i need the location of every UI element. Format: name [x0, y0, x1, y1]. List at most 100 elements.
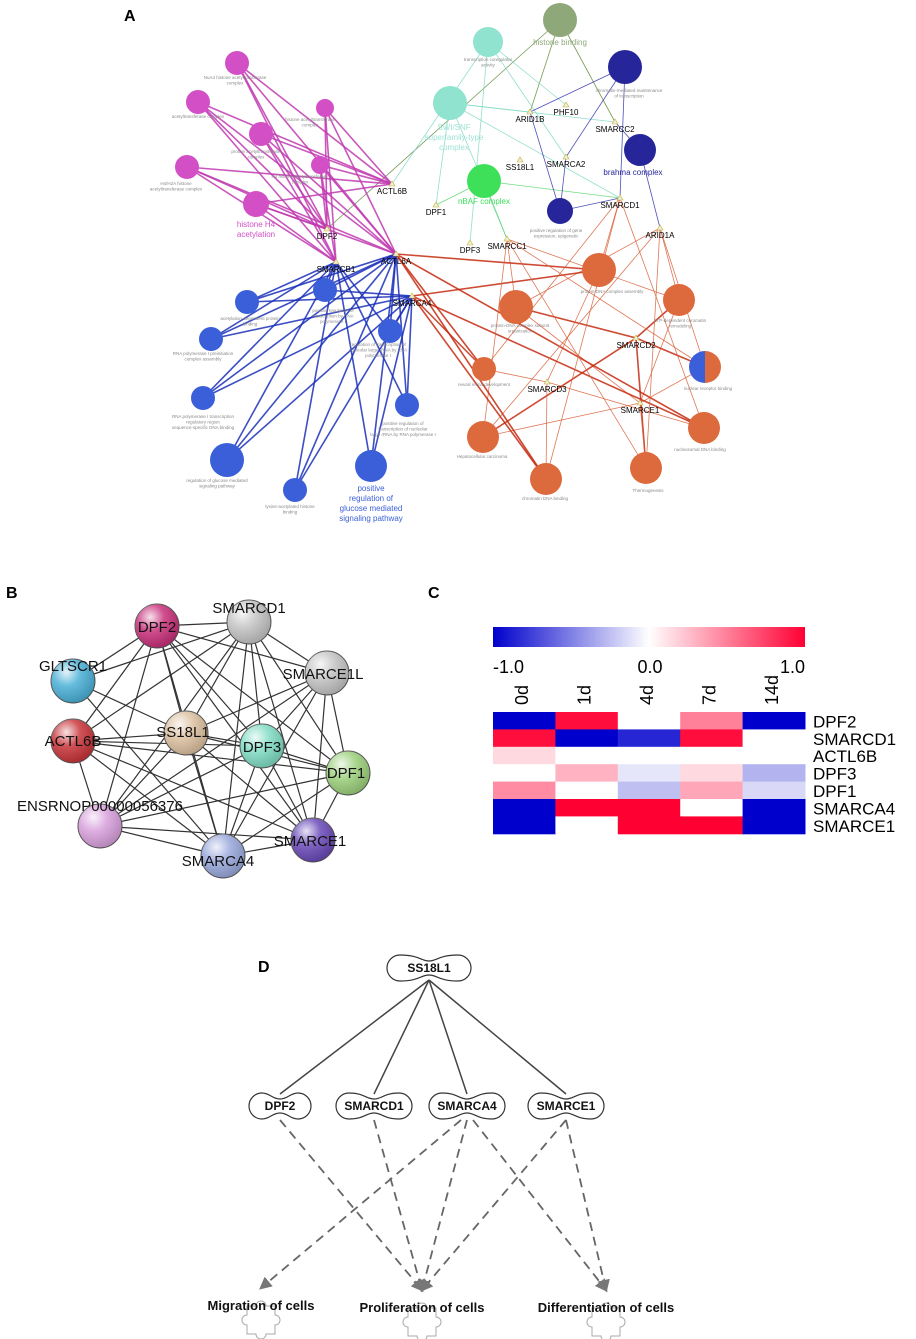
term-node-label: protein-DNA complex assembly [581, 289, 645, 294]
row-label-DPF1: DPF1 [813, 782, 856, 801]
term-node-label-line: complex [292, 180, 310, 185]
gene-marker-SMARCB1 [332, 258, 340, 265]
heatmap-cell-ACTL6B-4d [617, 746, 681, 765]
edge-histone-h4-acetylation-SMARCB1 [255, 203, 337, 263]
heatmap-cell-DPF2-7d [680, 712, 744, 730]
edge-gene-outcome [472, 1119, 608, 1292]
edge-root-gene [373, 979, 430, 1095]
term-node-label-line: histone acetyltransferase [285, 117, 336, 122]
term-node-circle-right [705, 351, 721, 383]
term-node-label-line: expression, epigenetic [534, 234, 580, 239]
edge-acetyltransferase-complex-ACTL6B [197, 101, 393, 185]
term-node-circle [283, 478, 307, 502]
edge-root-gene [428, 979, 567, 1095]
edge-pos-reg-glucose-SMARCB1 [335, 261, 372, 467]
edge-pol1-preinit-ACTL6A [210, 253, 397, 340]
edge-pos-reg-glucose-SMARCA4 [370, 295, 413, 467]
column-label-0d: 0d [512, 685, 532, 705]
term-node-label: nBAF complex [458, 197, 510, 206]
edge-SMARCD1-ACTL6B [72, 621, 250, 742]
term-node-label-line: polymerase I [365, 353, 391, 358]
column-label-1d: 1d [575, 685, 595, 705]
gene-label-SS18L1: SS18L1 [506, 163, 535, 172]
gene-marker-ACTL6A [392, 250, 400, 257]
edge-gene-outcome [259, 1119, 462, 1290]
edge-chromatin-dna-ACTL6A [395, 253, 547, 480]
protein-node-label: DPF3 [243, 739, 281, 756]
edge-hcc-ARID1A [482, 227, 661, 438]
edge-thermogenesis-ARID1A [645, 227, 661, 469]
edge-histone-binding-SMARCC2 [559, 19, 616, 123]
term-node-histone-binding: histone binding [533, 3, 587, 47]
panel-b-letter: B [6, 585, 18, 602]
term-node-circle [530, 463, 562, 495]
heatmap-cell-SMARCE1-0d [493, 816, 556, 835]
term-node-label-line: regulation of glucose mediated [186, 478, 248, 483]
edge-DPF2-SMARCE1L [156, 625, 328, 674]
protein-node-SMARCD1: SMARCD1 [212, 599, 286, 645]
edge-SMARCE1L-SS18L1 [185, 672, 328, 734]
term-node-circle [355, 450, 387, 482]
edge-histone-h4-acetylation-ACTL6B [255, 183, 393, 205]
edge-protein-dna-complex-subunit-SMARCD2 [515, 306, 637, 339]
edge-chromatin-dna-SMARCA4 [411, 295, 547, 480]
term-node-circle [582, 253, 616, 287]
outcome-label: Differentiation of cells [538, 1300, 675, 1315]
gene-node-SMARCD1: SMARCD1 [335, 1092, 413, 1120]
term-node-label-line: complex [439, 143, 469, 152]
edge-acetyltransferase-complex-ACTL6A [197, 101, 397, 255]
gene-node-label: SMARCA4 [437, 1099, 497, 1113]
gene-label-SMARCE1: SMARCE1 [621, 406, 660, 415]
gene-node-shape [527, 1092, 605, 1120]
protein-node-shine [135, 604, 179, 648]
term-node-label-line: RNA polymerase I preinitiation [173, 351, 234, 356]
protein-node-SMARCA4: SMARCA4 [182, 833, 254, 879]
term-node-circle-left [689, 351, 705, 383]
edge-DPF2-SMARCE1 [156, 625, 314, 841]
heatmap-cell-ACTL6B-7d [680, 746, 744, 765]
edge-histone-acetyltransferase-complex-ACTL6B [324, 107, 393, 185]
edge-transcription-coregulator-DPF3 [469, 41, 489, 244]
gene-label-SMARCD2: SMARCD2 [616, 341, 656, 350]
edge-reg-glucose-ACTL6A [226, 253, 397, 461]
term-node-label-line: regulation of [349, 494, 394, 503]
edge-atp-remodeling-SMARCE1 [639, 299, 680, 404]
row-label-SMARCD1: SMARCD1 [813, 730, 896, 749]
edge-SMARCD1-GLTSCR1 [72, 621, 250, 682]
edge-thermogenesis-SMARCC1 [506, 238, 647, 469]
protein-node-shine [201, 834, 245, 878]
term-node-label-line: RNA polymerase I transcription [172, 414, 235, 419]
edge-hcc-SMARCD2 [482, 337, 637, 438]
edge-nbaf-SMARCD1 [483, 180, 621, 199]
protein-node-shine [291, 818, 335, 862]
edge-SMARCD1-DPF1 [248, 621, 349, 774]
term-node-circle [433, 86, 467, 120]
gene-label-ARID1B: ARID1B [516, 115, 545, 124]
edge-SMARCD1-SMARCA4 [222, 621, 250, 857]
gene-marker-SMARCD3 [543, 378, 551, 385]
column-label-4d: 4d [637, 685, 657, 705]
edge-pol1-preinit-SMARCB1 [210, 261, 337, 340]
edge-pos-reg-pol1-SMARCA4 [324, 289, 413, 297]
gene-marker-ARID1B [526, 108, 534, 115]
heatmap-cell-DPF2-14d [742, 712, 806, 730]
edge-SS18L1-SMARCE1 [185, 732, 314, 841]
